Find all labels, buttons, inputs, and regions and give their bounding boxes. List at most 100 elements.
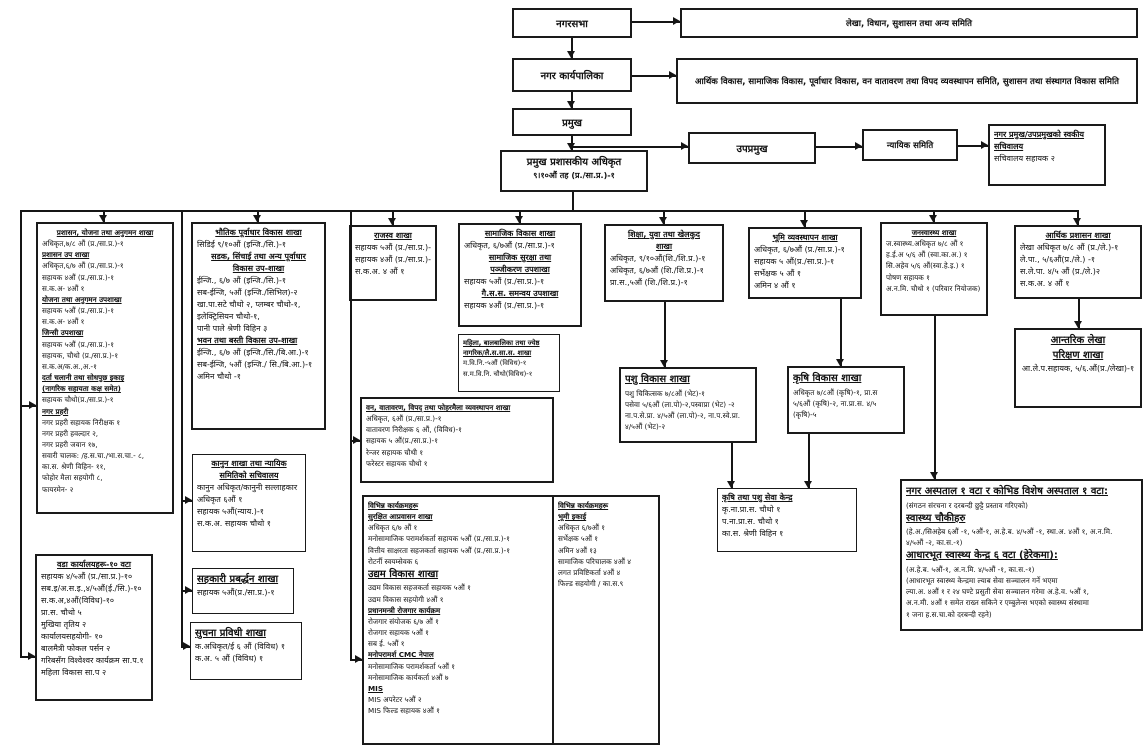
box-label: न्यायिक समिति [886, 140, 934, 151]
org-line: स.क.अ- ४औं १ [42, 317, 85, 327]
org-line: सर्भेक्षक ५औं १ [558, 534, 598, 544]
arrowhead-down [804, 481, 812, 488]
org-line: सहायक ५औं (प्र./सा.प्र.)-१ [42, 339, 114, 349]
arrowhead-down [727, 481, 735, 488]
org-line: सहकारी प्रबर्द्धन शाखा [197, 574, 279, 585]
org-line: म.वि.नि.-५औं (विविध)-१ [463, 359, 527, 368]
org-line: स.क.अ. ४ औं १ [355, 267, 405, 276]
org-line: शाखा [655, 242, 673, 251]
org-line: सहायक ५औं (प्र./सा.प्र.)-१ [42, 306, 114, 316]
arrowhead-down [99, 215, 107, 222]
org-line: अमिन ४ औं १ [754, 281, 796, 290]
org-line: नगर अस्पताल १ वटा र कोभिड विशेष अस्पताल … [906, 486, 1109, 497]
connector-line [181, 210, 183, 647]
org-line: अधिकृत ६/७औं १ [558, 523, 605, 533]
org-line: (कृषि)-५ [793, 409, 817, 419]
connector-line [572, 192, 574, 210]
org-line: वन, वातावरण, विपद् तथा फोहरमैला व्यवस्था… [366, 403, 511, 412]
org-line: सहायक ५औं(प्र./सा.प्र.)-१ [197, 588, 275, 597]
org-line: स.ले.पा. ४/५ औं (प्र./ले.)२ [1020, 267, 1101, 276]
org-line: लेखा अधिकृत ७/८ औं (प्र./ले.)-१ [1020, 243, 1119, 252]
arrowhead-right [29, 401, 36, 409]
org-line: सामाजिक सुरक्षा तथा [488, 253, 552, 262]
org-line: मनोसामाजिक परामर्शकर्ता ५औं १ [368, 661, 455, 671]
box-ward-offices: वडा कार्यालयहरू-१० वटासहायक ४/५औं (प्र./… [35, 554, 153, 701]
org-line: पशु विकास शाखा [625, 374, 690, 385]
org-line: पानी पाले श्रेणी विहिन ३ [197, 324, 268, 333]
org-line: विकास उप-शाखा [232, 264, 285, 273]
org-line: सुचना प्रविधी शाखा [195, 628, 266, 639]
org-line: नगर प्रहरी [42, 406, 69, 416]
org-line: कार्यालयसहयोगी- १० [41, 632, 103, 641]
org-line: समितिको सचिवालय [219, 471, 279, 480]
arrowhead-down [836, 359, 844, 366]
org-line: का.स. श्रेणी विहिन- ११, [42, 462, 106, 472]
box-forest-environment-branch: वन, वातावरण, विपद् तथा फोहरमैला व्यवस्था… [360, 397, 554, 483]
arrowhead-right [673, 17, 680, 25]
org-line: अधिकृत ६औं १ [197, 495, 243, 504]
connector-line [572, 146, 688, 148]
connector-line [571, 38, 573, 58]
connector-line [840, 299, 842, 366]
box-administration-branch: प्रशासन, योजना तथा अनुगमन शाखाअधिकृत,७/८… [36, 222, 174, 514]
org-line: ले.पा., ५/६औं(प्र./ले.) -१ [1020, 255, 1095, 264]
org-line: ९।१०औं तह (प्र./सा.प्र.)-१ [533, 171, 615, 180]
connector-line [632, 21, 680, 23]
box-finance-admin-branch: आर्थिक प्रशासन शाखालेखा अधिकृत ७/८ औं (प… [1014, 225, 1142, 299]
org-line: MIS फिल्ड सहायक ४औं १ [368, 706, 440, 716]
org-line: अ.न.मि. चौथो १ (परिवार नियोजक) [886, 283, 981, 293]
connector-line [632, 75, 676, 77]
org-line: सिडिई ९/१०औं (इन्जि./सि.)-१ [197, 240, 287, 249]
org-line: (हे.अ./सिअहेब ६औं -१, ५औं-१, अ.हे.ब. ४/५… [906, 527, 1113, 537]
org-line: ५/६औं (कृषि)-२, ना.प्रा.स. ४/५ [793, 398, 877, 408]
org-line: अधिकृत,७/८ औं (प्र./सा.प्र.)-१ [42, 239, 124, 249]
connector-line [804, 210, 806, 227]
org-line: वित्तीय साक्षरता सहजकर्ता सहायक ५औं (प्र… [368, 545, 510, 555]
org-line: ४/५औं -२, का.स.-१) [906, 538, 963, 548]
org-line: सवारी चालक: /ह.स.चा./भा.स.चा.- ८, [42, 451, 145, 461]
connector-line [571, 92, 573, 108]
org-line: बालमैत्री फोकल पर्सन २ [41, 644, 111, 653]
arrowhead-right [185, 496, 192, 504]
org-line: स्वास्थ्य चौकीहरु [906, 512, 966, 524]
arrowhead-down [515, 216, 523, 223]
box-programs: विभिन्न कार्यक्रमहरूसुरक्षित आप्रवासन शा… [362, 495, 660, 745]
arrowhead-right [185, 586, 192, 594]
org-line: अधिकृत, ९/१०औं(शि./शि.प्र.)-१ [610, 254, 706, 263]
org-line: सहायक चौथो(प्र./सा.प्र.)-१ [42, 395, 114, 405]
arrowhead-down [660, 360, 668, 367]
org-line: नगर प्रमुख/उपप्रमुखको स्वकीय [994, 130, 1085, 139]
connector-line [392, 210, 394, 225]
org-line: विभिन्न कार्यक्रमहरू [558, 501, 609, 510]
box-cooperative-branch: सहकारी प्रबर्द्धन शाखा सहायक ५औं(प्र./सा.… [192, 568, 294, 614]
org-line: मुखिया तृतिय २ [41, 620, 87, 629]
org-line: मनोसामाजिक परामर्शकर्ता सहायक ५औं (प्र./… [368, 534, 510, 544]
org-line: (अ.हे.ब. ५औं-१, अ.न.मि. ४/५औं -१, का.स.-… [906, 564, 1035, 574]
org-line: ना.प.से.प्रा. ४/५औं (ला.पो)-२, ना.प.स्वे… [625, 410, 740, 420]
arrowhead-down [1074, 321, 1082, 328]
box-label: लेखा, विधान, सुशासन तथा अन्य समिति [846, 18, 972, 29]
org-line: स.क.अ- ४औं १ [42, 283, 85, 293]
box-pramukh: प्रमुख [512, 108, 632, 136]
org-line: नगर प्रहरी जवान १७, [42, 439, 98, 449]
org-line: सचिवालय [994, 142, 1024, 151]
org-line: सचिवालय सहायक २ [994, 154, 1055, 163]
org-line: मनोसामाजिक कार्यकर्ता ४औं ७ [368, 672, 449, 682]
org-line: पोषण सहायक १ [886, 272, 930, 282]
org-line: अमिन चौथो -१ [197, 372, 241, 381]
org-line: नगर प्रहरी सहायक निरीक्षक १ [42, 417, 121, 427]
org-line: १ जना ह.स.चा.को दरबन्दी रहने) [906, 609, 992, 619]
org-line: स.क.अ. सहायक चौथो १ [197, 519, 271, 528]
org-line: ईन्जि., ६/७ औं (इन्जि./सि.)-१ [197, 276, 287, 285]
org-line: प्रधानमन्त्री रोजगार कार्यक्रम [368, 605, 441, 615]
box-label: आर्थिक विकास, सामाजिक विकास, पूर्वाधार व… [694, 76, 1120, 87]
org-line: ह.ई.अ ५/६ औं (स्वा.का.अ.) १ [886, 250, 968, 260]
connector-line [1077, 210, 1079, 225]
org-line: फरेस्टर सहायक चौथो १ [366, 458, 428, 468]
org-line: फायरमेन- २ [42, 484, 74, 494]
box-karyapalika: नगर कार्यपालिका [512, 58, 632, 92]
org-line: सहायक ४/५औं (प्र./सा.प्र.)-१० [41, 572, 133, 581]
org-line: MIS [368, 683, 384, 693]
arrowhead-right [681, 142, 688, 150]
